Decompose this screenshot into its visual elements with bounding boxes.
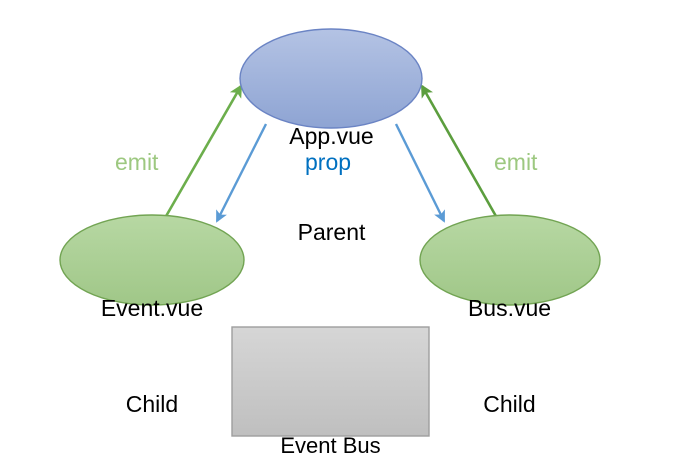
edge-emit-left-line (163, 84, 243, 219)
edges-layer (163, 84, 499, 223)
edge-prop-right-line (394, 123, 446, 223)
node-app-vue-parent[interactable] (239, 28, 423, 129)
nodes-layer (59, 28, 601, 437)
edge-emit-right-line (420, 84, 499, 219)
node-event-vue-child[interactable] (59, 214, 245, 306)
edge-prop-left-line (215, 123, 268, 223)
node-bus-vue-child[interactable] (419, 214, 601, 306)
edge-label-emit-right: emit (494, 149, 538, 175)
edge-label-emit-left: emit (115, 149, 159, 175)
node-event-bus[interactable] (231, 326, 430, 437)
edge-label-prop: prop (305, 149, 352, 175)
